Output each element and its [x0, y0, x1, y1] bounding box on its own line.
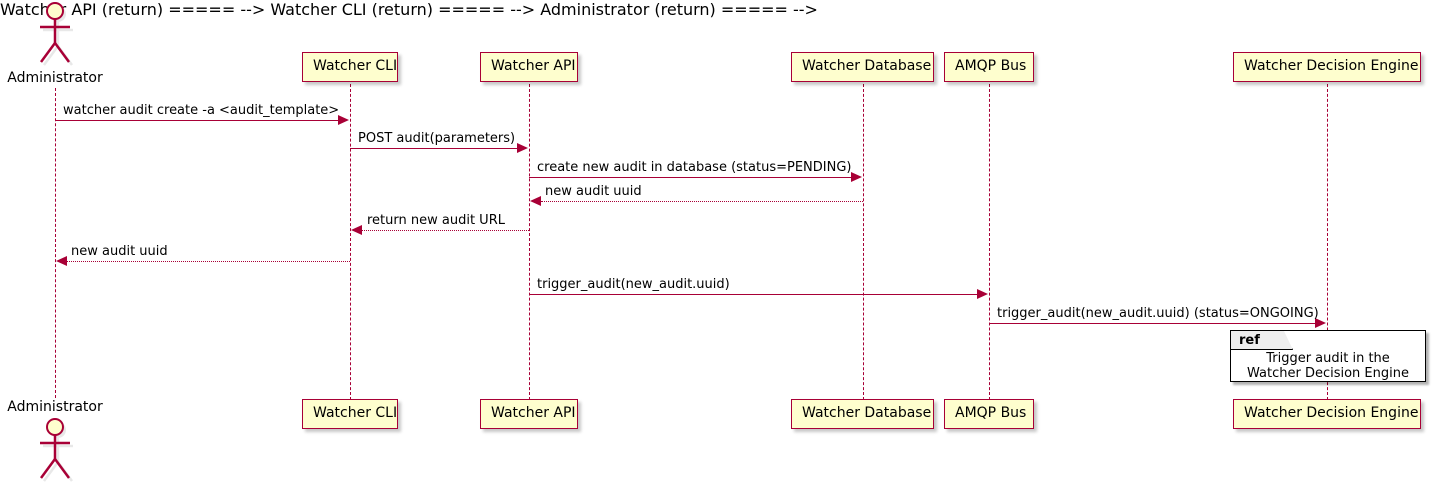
participant-label: Watcher CLI — [313, 405, 398, 421]
actor-administrator-top — [30, 2, 82, 72]
actor-label-administrator-bottom: Administrator — [7, 399, 103, 415]
message-arrowhead-1 — [338, 115, 349, 125]
participant-watcher-database-top[interactable]: Watcher Database — [791, 52, 934, 82]
message-label-5: return new audit URL — [367, 213, 505, 228]
message-arrowhead-5 — [351, 225, 362, 235]
participant-watcher-cli-bottom[interactable]: Watcher CLI — [302, 399, 398, 429]
message-label-2: POST audit(parameters) — [358, 131, 516, 146]
lifeline-watcher-api — [529, 84, 530, 400]
message-line-8 — [989, 323, 1316, 324]
message-line-5 — [362, 230, 529, 231]
lifeline-watcher-cli — [350, 84, 351, 400]
participant-label: Watcher Database — [802, 58, 932, 74]
message-arrowhead-7 — [977, 289, 988, 299]
ref-fragment: ref Trigger audit in the Watcher Decisio… — [1230, 330, 1426, 382]
message-line-7 — [529, 294, 978, 295]
message-line-3 — [529, 177, 852, 178]
participant-label: Watcher API — [491, 58, 576, 74]
message-arrowhead-2 — [517, 143, 528, 153]
participant-label: Watcher Decision Engine — [1244, 405, 1419, 421]
ref-fragment-line-1: Trigger audit in the — [1266, 351, 1390, 366]
participant-label: AMQP Bus — [955, 58, 1027, 74]
lifeline-watcher-database — [863, 84, 864, 400]
message-line-4 — [541, 201, 863, 202]
actor-label-administrator-top: Administrator — [7, 70, 103, 86]
message-line-1 — [55, 120, 339, 121]
actor-administrator-bottom — [30, 418, 82, 486]
message-label-7: trigger_audit(new_audit.uuid) — [537, 277, 730, 292]
ref-fragment-line-2: Watcher Decision Engine — [1247, 366, 1409, 381]
actor-icon — [39, 2, 74, 66]
participant-label: Watcher Decision Engine — [1244, 58, 1419, 74]
ref-fragment-body: Trigger audit in the Watcher Decision En… — [1231, 351, 1425, 381]
participant-label: Watcher CLI — [313, 58, 398, 74]
message-label-1: watcher audit create -a <audit_template> — [63, 103, 340, 118]
lifeline-watcher-decision-engine — [1327, 84, 1328, 400]
participant-amqp-bus-bottom[interactable]: AMQP Bus — [944, 399, 1034, 429]
participant-label: AMQP Bus — [955, 405, 1027, 421]
participant-watcher-api-bottom[interactable]: Watcher API — [480, 399, 578, 429]
actor-icon — [39, 418, 74, 482]
participant-watcher-cli-top[interactable]: Watcher CLI — [302, 52, 398, 82]
message-label-8: trigger_audit(new_audit.uuid) (status=ON… — [997, 306, 1319, 321]
message-label-4: new audit uuid — [545, 184, 642, 199]
lifeline-amqp-bus — [989, 84, 990, 400]
message-arrowhead-8 — [1315, 318, 1326, 328]
message-arrowhead-6 — [56, 256, 67, 266]
message-line-2 — [350, 148, 518, 149]
lifeline-administrator — [55, 88, 56, 398]
participant-amqp-bus-top[interactable]: AMQP Bus — [944, 52, 1034, 82]
message-arrowhead-4 — [530, 196, 541, 206]
message-arrowhead-3 — [851, 172, 862, 182]
message-line-6 — [67, 261, 350, 262]
ref-fragment-keyword: ref — [1231, 331, 1293, 350]
participant-label: Watcher API — [491, 405, 576, 421]
participant-label: Watcher Database — [802, 405, 932, 421]
message-label-6: new audit uuid — [71, 244, 168, 259]
participant-watcher-decision-engine-top[interactable]: Watcher Decision Engine — [1233, 52, 1421, 82]
message-label-3: create new audit in database (status=PEN… — [537, 160, 852, 175]
participant-watcher-database-bottom[interactable]: Watcher Database — [791, 399, 934, 429]
participant-watcher-decision-engine-bottom[interactable]: Watcher Decision Engine — [1233, 399, 1421, 429]
participant-watcher-api-top[interactable]: Watcher API — [480, 52, 578, 82]
